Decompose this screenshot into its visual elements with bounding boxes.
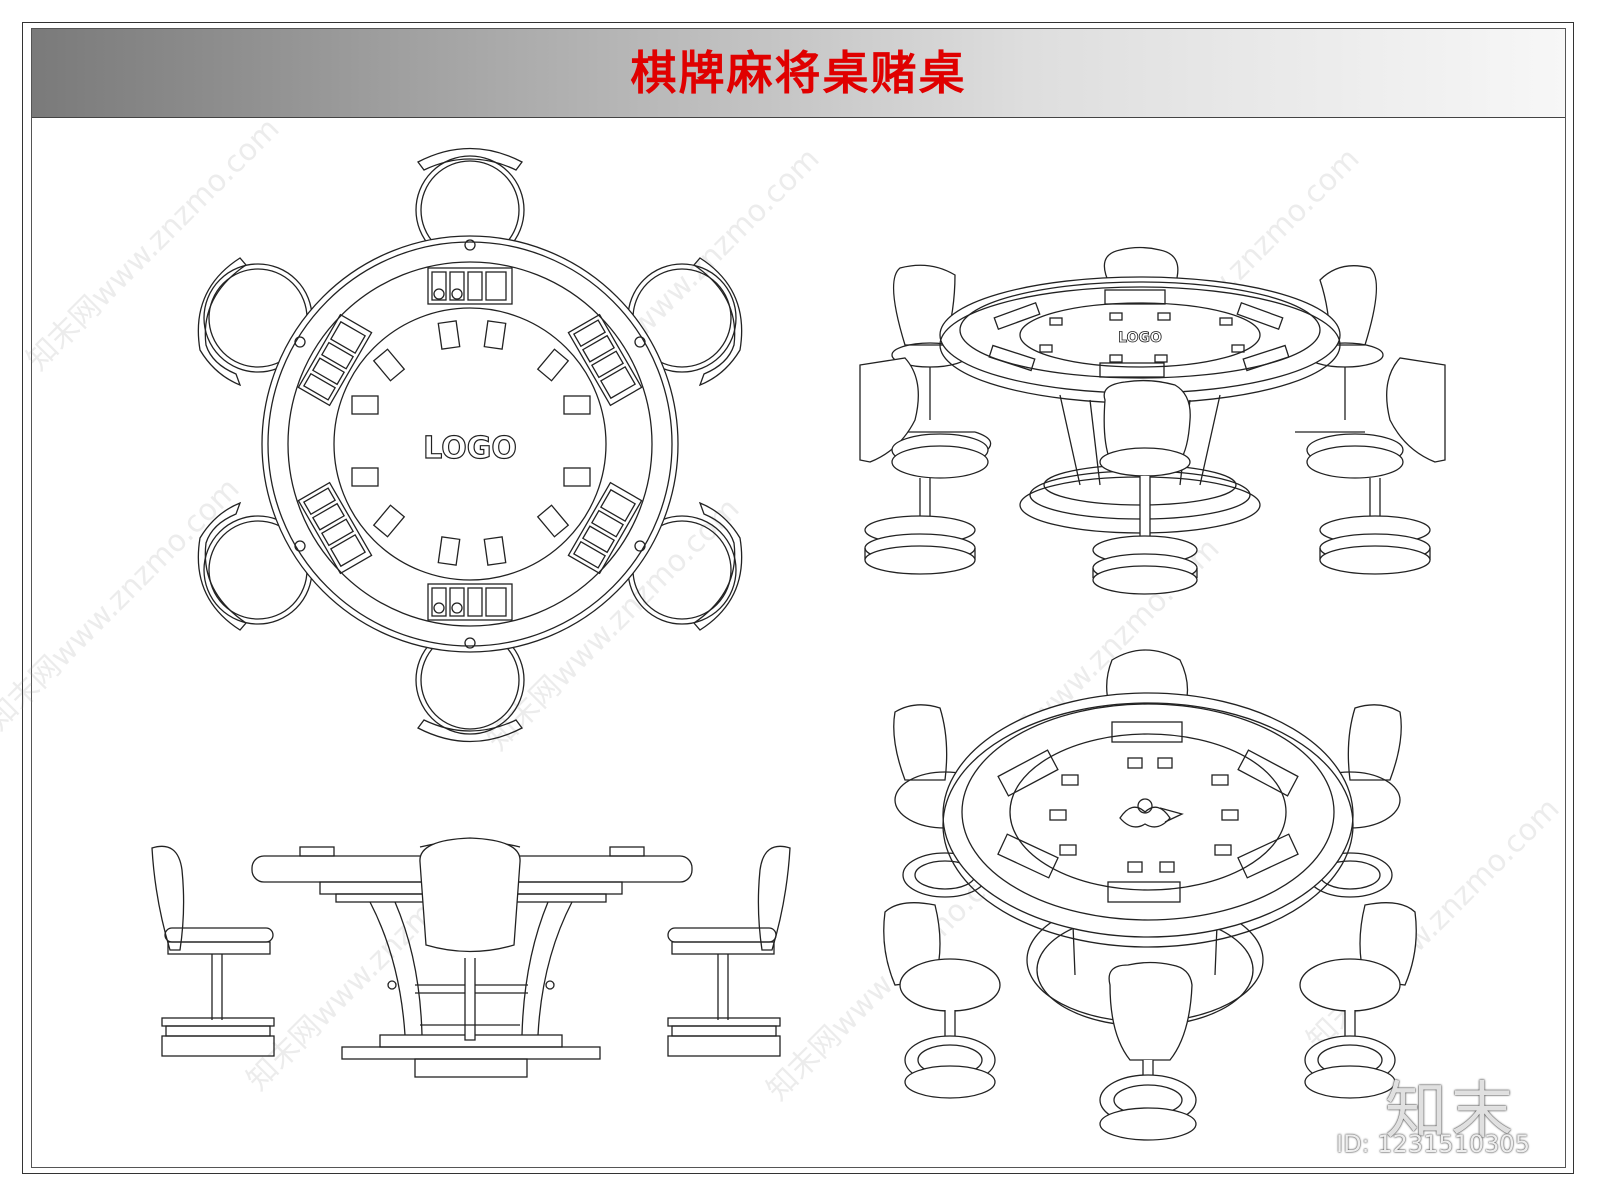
plan-card-spots [351,320,591,566]
elevation-view [151,837,791,1078]
plan-view: LOGO [197,147,743,743]
perspective-view-bottom [883,649,1417,1141]
table-center-emblem [1119,798,1184,828]
elevation-chair-left [151,845,275,1057]
drawing-title: 棋牌麻将桌赌桌 [630,46,967,100]
persp-bottom-chair-back-center [1106,649,1189,721]
plan-chip-tray-lower-left [297,481,373,575]
title-bar: 棋牌麻将桌赌桌 [32,29,1565,118]
persp-top-chair-front-center [1092,379,1198,595]
plan-logo: LOGO [423,431,517,466]
asset-id: ID: 1231510305 [1336,1130,1530,1158]
plan-chip-tray-top [427,267,513,305]
plan-chip-tray-bottom [427,583,513,621]
perspective-view-top: LOGO [859,246,1446,595]
inner-drawing-border [31,28,1566,1168]
brand-mark: 知末 [1385,1074,1518,1147]
plan-chip-tray-upper-left [297,313,373,407]
perspective-logo: LOGO [1118,330,1162,346]
persp-bottom-chair-front-center [1099,961,1197,1141]
persp-bottom-chair-front-right [1299,902,1417,1099]
persp-top-chair-back-center [1103,246,1179,286]
plan-chip-tray-upper-right [567,313,643,407]
persp-top-chair-front-right [1306,357,1446,575]
outer-drawing-border [22,22,1574,1174]
elevation-chair-right [667,845,791,1057]
persp-top-chair-front-left [859,357,989,575]
elevation-chair-center [419,837,521,1041]
persp-bottom-chair-front-left [883,902,1001,1099]
plan-chip-tray-lower-right [567,481,643,575]
